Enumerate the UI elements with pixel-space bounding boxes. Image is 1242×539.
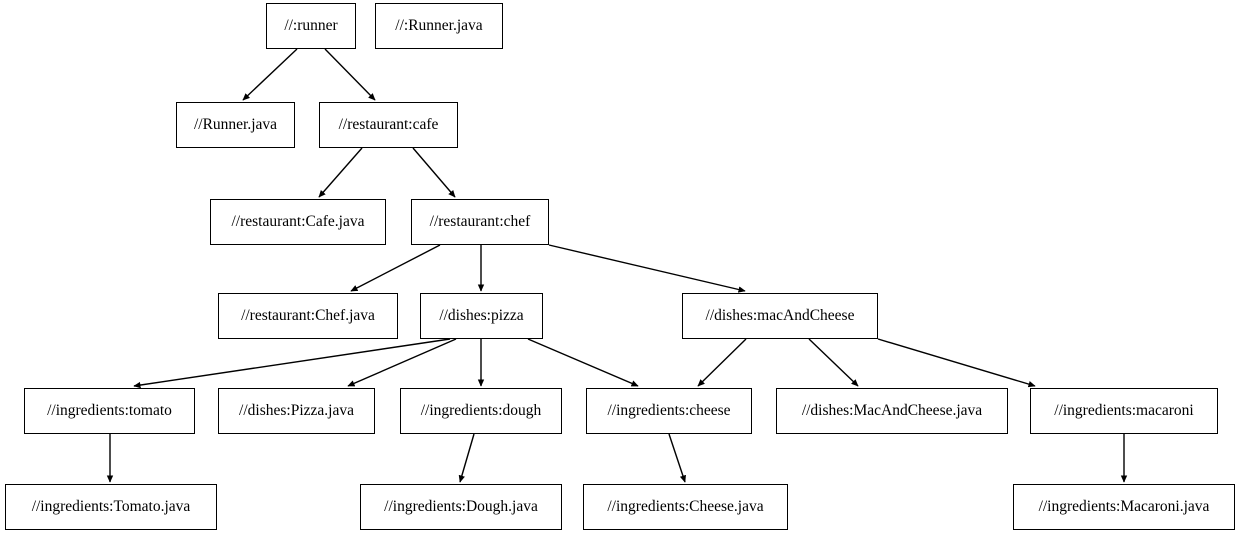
graph-node-label: //ingredients:dough: [420, 402, 542, 420]
graph-node-runner_java[interactable]: //Runner.java: [176, 102, 295, 148]
graph-node-label: //ingredients:macaroni: [1054, 402, 1194, 420]
graph-edge-ing_cheese-to-cheese_java: [668, 433, 686, 483]
graph-node-label: //ingredients:Dough.java: [384, 498, 538, 516]
graph-node-mac_java[interactable]: //dishes:MacAndCheese.java: [776, 388, 1008, 434]
graph-node-macaroni_java[interactable]: //ingredients:Macaroni.java: [1013, 484, 1235, 530]
graph-node-ing_macaroni[interactable]: //ingredients:macaroni: [1030, 388, 1218, 434]
graph-edge-dishes_pizza-to-ing_tomato: [133, 338, 451, 389]
graph-edge-dishes_mac-to-ing_cheese: [697, 338, 747, 387]
graph-node-label: //ingredients:Macaroni.java: [1038, 498, 1210, 516]
graph-edge-dishes_pizza-to-pizza_java: [347, 338, 457, 387]
graph-node-label: //dishes:MacAndCheese.java: [801, 402, 983, 420]
graph-edge-restaurant_chef-to-chef_java: [350, 244, 441, 292]
graph-node-tomato_java[interactable]: //ingredients:Tomato.java: [5, 484, 217, 530]
graph-node-label: //restaurant:chef: [429, 213, 531, 231]
graph-node-label: //ingredients:Tomato.java: [31, 498, 191, 516]
graph-edge-dishes_mac-to-mac_java: [808, 338, 859, 387]
graph-node-restaurant_chef[interactable]: //restaurant:chef: [411, 199, 549, 245]
graph-edge-dishes_mac-to-ing_macaroni: [877, 338, 1036, 388]
graph-node-ing_cheese[interactable]: //ingredients:cheese: [586, 388, 752, 434]
graph-edge-ing_dough-to-dough_java: [458, 433, 475, 483]
graph-node-label: //restaurant:cafe: [338, 116, 439, 134]
graph-node-label: //restaurant:Cafe.java: [231, 213, 365, 231]
graph-node-cheese_java[interactable]: //ingredients:Cheese.java: [583, 484, 788, 530]
graph-node-label: //Runner.java: [193, 116, 278, 134]
graph-node-label: //ingredients:Cheese.java: [607, 498, 764, 516]
graph-node-dishes_mac[interactable]: //dishes:macAndCheese: [682, 293, 878, 339]
graph-node-cafe_java[interactable]: //restaurant:Cafe.java: [210, 199, 386, 245]
graph-node-ing_dough[interactable]: //ingredients:dough: [400, 388, 562, 434]
graph-edge-dishes_pizza-to-ing_cheese: [527, 338, 639, 387]
graph-node-ing_tomato[interactable]: //ingredients:tomato: [24, 388, 195, 434]
graph-node-runner[interactable]: //:runner: [266, 3, 356, 49]
graph-node-chef_java[interactable]: //restaurant:Chef.java: [218, 293, 398, 339]
graph-node-label: //:runner: [284, 17, 338, 35]
graph-node-label: //dishes:Pizza.java: [239, 402, 354, 420]
graph-edge-runner-to-runner_java: [242, 48, 298, 101]
graph-edge-restaurant_cafe-to-cafe_java: [318, 147, 363, 198]
graph-node-label: //ingredients:cheese: [607, 402, 731, 420]
graph-edge-runner-to-restaurant_cafe: [324, 48, 376, 101]
graph-node-runner_java_root[interactable]: //:Runner.java: [375, 3, 503, 49]
graph-node-label: //dishes:macAndCheese: [705, 307, 855, 325]
graph-node-label: //dishes:pizza: [439, 307, 524, 325]
graph-node-label: //ingredients:tomato: [47, 402, 172, 420]
graph-node-dough_java[interactable]: //ingredients:Dough.java: [360, 484, 562, 530]
graph-node-label: //:Runner.java: [395, 17, 483, 35]
graph-edge-restaurant_cafe-to-restaurant_chef: [412, 147, 456, 198]
graph-node-label: //restaurant:Chef.java: [241, 307, 375, 325]
graph-node-pizza_java[interactable]: //dishes:Pizza.java: [218, 388, 375, 434]
graph-edge-restaurant_chef-to-dishes_mac: [548, 244, 746, 293]
graph-node-restaurant_cafe[interactable]: //restaurant:cafe: [319, 102, 458, 148]
graph-node-dishes_pizza[interactable]: //dishes:pizza: [420, 293, 543, 339]
